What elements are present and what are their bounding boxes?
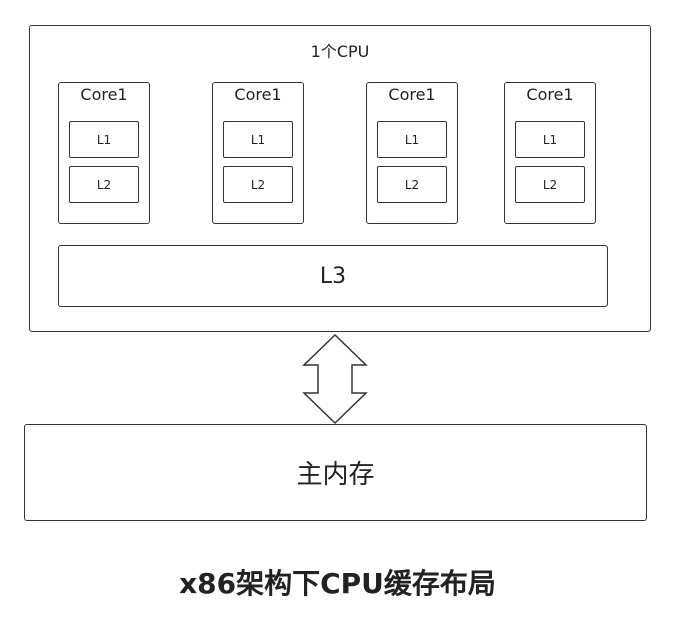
l1-cache: L1 bbox=[69, 121, 139, 158]
core-label: Core1 bbox=[80, 85, 128, 104]
main-memory-box: 主内存 bbox=[24, 424, 647, 521]
l1-cache: L1 bbox=[223, 121, 293, 158]
diagram-caption: x86架构下CPU缓存布局 bbox=[179, 567, 496, 600]
core-box: Core1 L1 L2 bbox=[58, 82, 150, 224]
l2-cache: L2 bbox=[223, 166, 293, 203]
l3-cache: L3 bbox=[58, 245, 608, 307]
core-box: Core1 L1 L2 bbox=[366, 82, 458, 224]
cpu-box: 1个CPU Core1 L1 L2 Core1 L1 L2 Core1 L1 L… bbox=[29, 25, 651, 332]
core-box: Core1 L1 L2 bbox=[504, 82, 596, 224]
core-label: Core1 bbox=[388, 85, 436, 104]
cpu-label: 1个CPU bbox=[310, 42, 370, 61]
l2-cache: L2 bbox=[515, 166, 585, 203]
core-box: Core1 L1 L2 bbox=[212, 82, 304, 224]
l1-cache: L1 bbox=[377, 121, 447, 158]
double-arrow-icon bbox=[302, 333, 368, 425]
core-label: Core1 bbox=[526, 85, 574, 104]
core-label: Core1 bbox=[234, 85, 282, 104]
l2-cache: L2 bbox=[69, 166, 139, 203]
l2-cache: L2 bbox=[377, 166, 447, 203]
l1-cache: L1 bbox=[515, 121, 585, 158]
